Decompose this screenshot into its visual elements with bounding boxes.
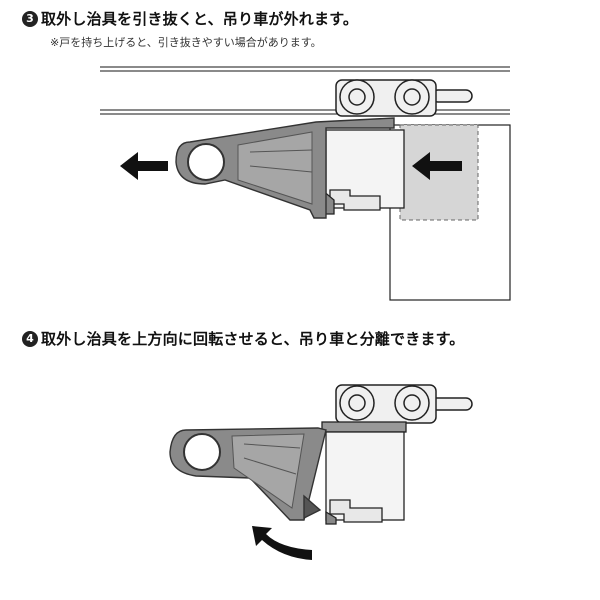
step-3-illustration bbox=[100, 66, 511, 301]
step-number-badge: 3 bbox=[22, 10, 38, 27]
arrow-left-icon bbox=[412, 152, 462, 180]
hanger-wheels bbox=[335, 384, 473, 424]
step-3-heading: 3 取外し治具を引き抜くと、吊り車が外れます。 bbox=[22, 8, 358, 29]
hanger-body bbox=[321, 129, 405, 215]
step-4-text: 取外し治具を上方向に回転させると、吊り車と分離できます。 bbox=[41, 330, 465, 348]
hanger-body bbox=[321, 421, 407, 525]
hanger-wheels bbox=[335, 79, 473, 117]
step-number-badge: 4 bbox=[22, 330, 38, 347]
arrow-left-icon bbox=[120, 152, 168, 180]
step-3-text: 取外し治具を引き抜くと、吊り車が外れます。 bbox=[41, 10, 359, 28]
removal-jig bbox=[169, 427, 327, 521]
step-3-note: ※戸を持ち上げると、引き抜きやすい場合があります。 bbox=[50, 36, 322, 49]
curved-arrow-icon bbox=[252, 526, 312, 560]
rail bbox=[100, 66, 510, 115]
step-4-illustration bbox=[169, 384, 473, 560]
step-4-heading: 4 取外し治具を上方向に回転させると、吊り車と分離できます。 bbox=[22, 328, 465, 349]
removal-jig bbox=[175, 117, 395, 219]
door bbox=[389, 124, 511, 301]
